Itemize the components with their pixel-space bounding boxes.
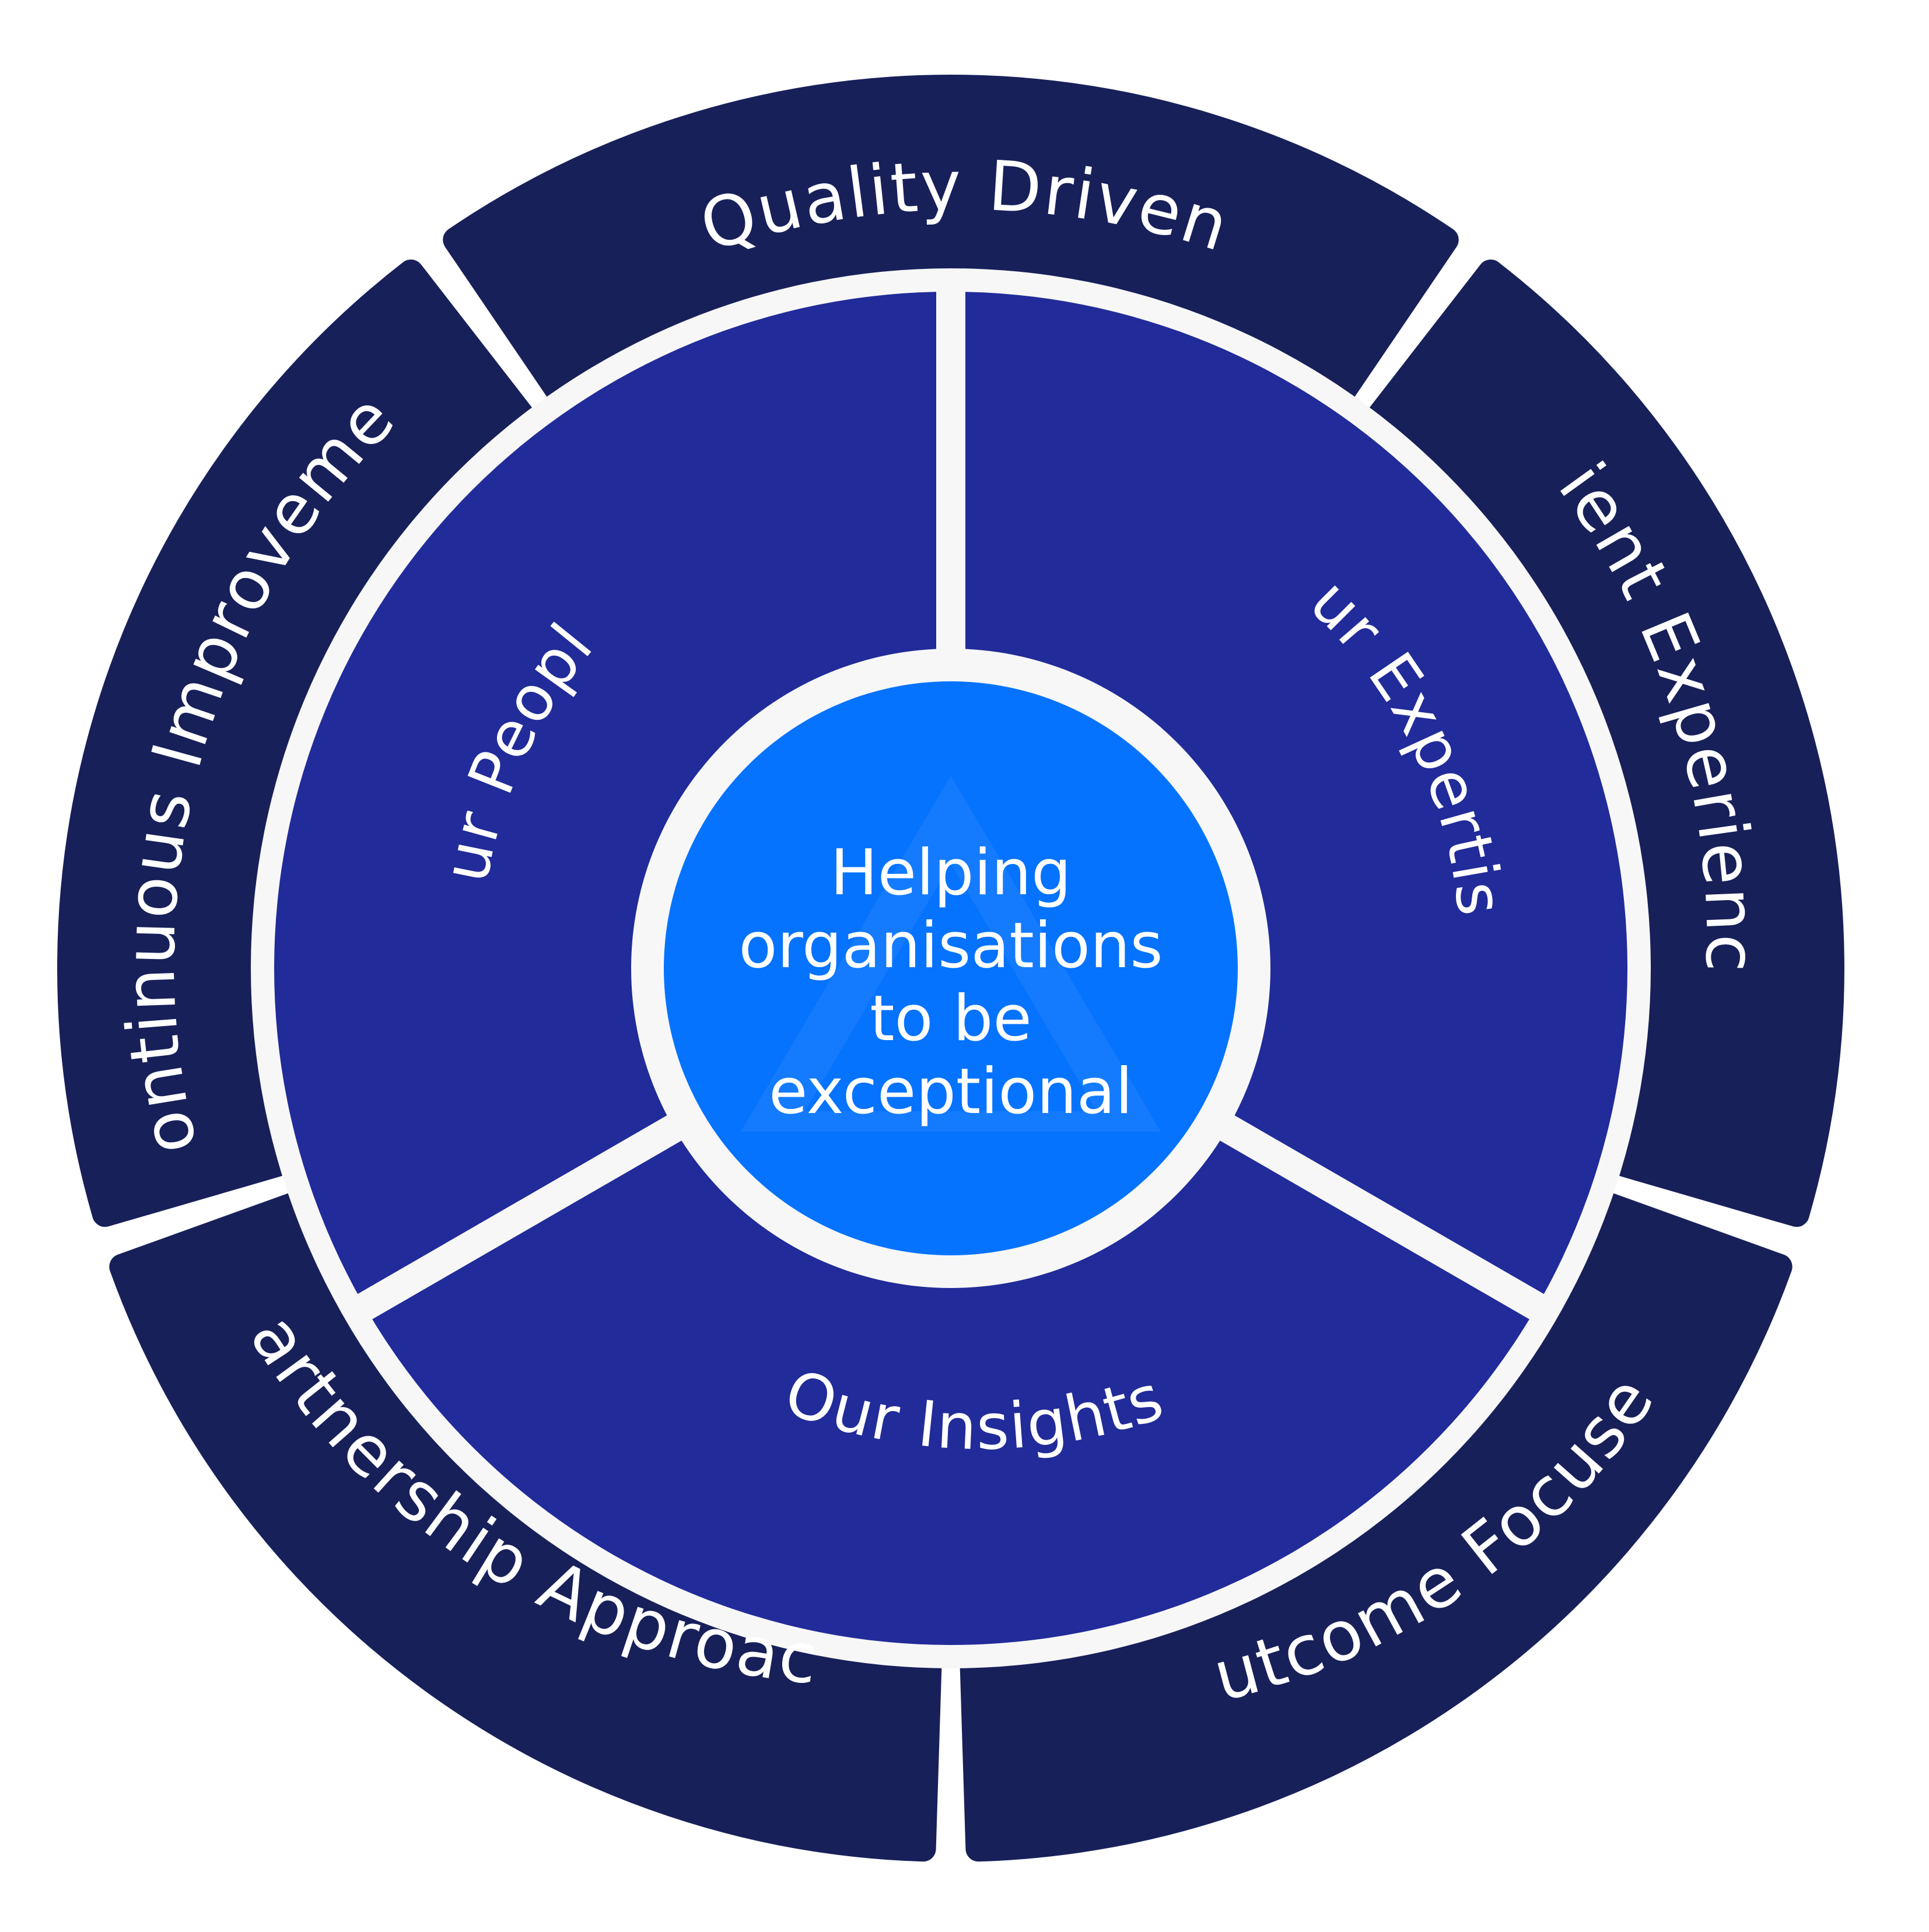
middle-divider-3: [352, 1107, 696, 1322]
center-text-line-3: to be: [870, 982, 1032, 1055]
center-group: [631, 649, 1270, 1288]
outer-ring: [57, 75, 1844, 1862]
center-text-line-4: exceptional: [769, 1055, 1133, 1128]
middle-divider-2: [1206, 1107, 1549, 1322]
center-text-line-1: Helping: [830, 836, 1071, 909]
center-text-line-2: organisations: [738, 909, 1163, 982]
center-circle: [664, 681, 1238, 1255]
watermark-logo-icon: [741, 776, 1161, 1132]
